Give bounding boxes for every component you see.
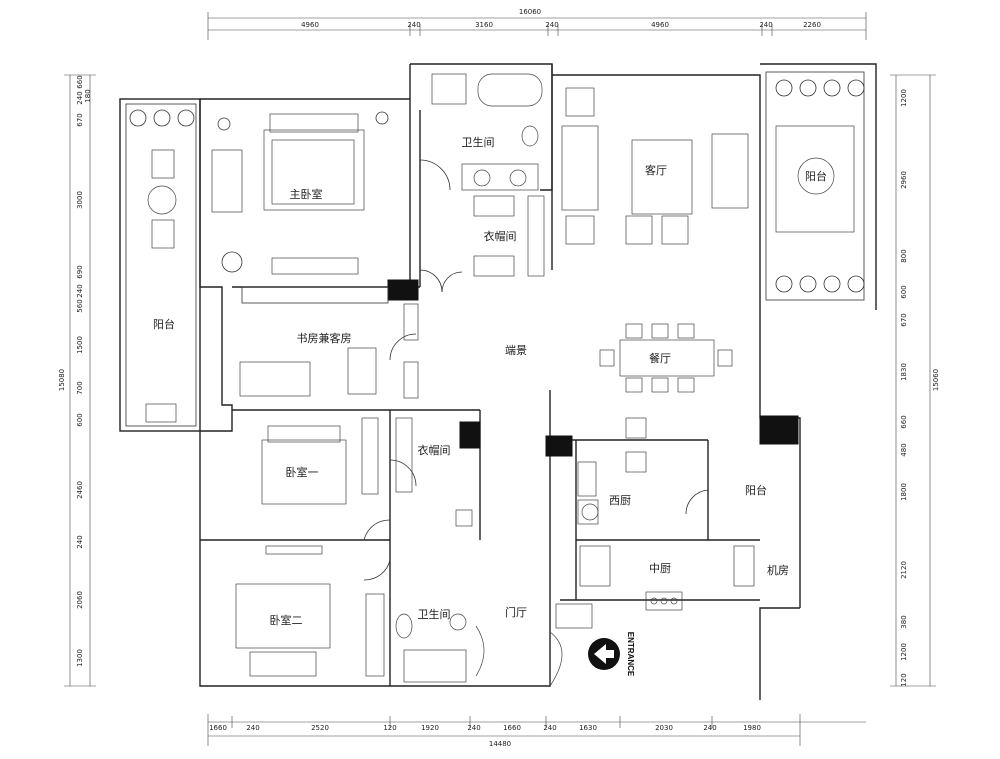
structural-columns — [387, 279, 799, 457]
label-bedroom-two: 卧室二 — [270, 613, 303, 627]
left-dim-10: 700 — [76, 381, 84, 394]
label-bathroom-top: 卫生间 — [462, 135, 495, 149]
entry-elements — [549, 603, 593, 687]
doors — [363, 159, 709, 581]
label-machine-room: 机房 — [767, 563, 789, 577]
closet-mid-furniture — [395, 417, 473, 527]
left-dim-12: 2460 — [76, 481, 84, 499]
bottom-dim-8: 240 — [543, 724, 556, 732]
bottom-dim-10: 2030 — [655, 724, 673, 732]
dimension-top: 16060 4960 240 3160 240 4960 240 2260 — [207, 8, 867, 40]
left-dim-9: 1500 — [76, 336, 84, 354]
left-balcony-furniture — [129, 109, 195, 423]
bottom-dim-12: 1980 — [743, 724, 761, 732]
left-dim-15: 1300 — [76, 649, 84, 667]
bathroom-bottom-fixtures — [395, 613, 485, 683]
left-dim-11: 600 — [76, 413, 84, 426]
study-furniture — [239, 286, 419, 399]
label-dining-room: 餐厅 — [649, 351, 671, 365]
entrance-label: ENTRANCE — [626, 632, 635, 677]
dimension-left: 15080 660 240 180 670 3000 690 240 560 1… — [58, 74, 96, 687]
right-dim-1: 1200 — [900, 89, 908, 107]
label-study: 书房兼客房 — [297, 331, 352, 345]
top-dim-1: 4960 — [301, 21, 319, 29]
right-dim-3: 800 — [900, 249, 908, 262]
right-dim-2: 2960 — [900, 171, 908, 189]
dimension-bottom: 1660 240 2520 120 1920 240 1660 240 1630… — [207, 714, 866, 748]
label-living-room: 客厅 — [645, 163, 667, 177]
label-western-kitchen: 西厨 — [609, 494, 631, 507]
left-dim-5: 3000 — [76, 191, 84, 209]
left-dim-14: 2060 — [76, 591, 84, 609]
bottom-total-dim: 14480 — [489, 740, 511, 748]
left-dim-7: 240 — [76, 284, 84, 297]
bottom-dim-7: 1660 — [503, 724, 521, 732]
bedroom-one-furniture — [261, 417, 379, 505]
left-dim-1: 660 — [76, 75, 84, 88]
top-total-dim: 16060 — [519, 8, 541, 16]
right-dim-13: 120 — [900, 673, 908, 686]
master-bedroom-furniture — [211, 111, 389, 275]
label-foyer-view: 端景 — [505, 344, 527, 357]
label-chinese-kitchen: 中厨 — [649, 562, 671, 575]
left-dim-8: 560 — [76, 299, 84, 312]
left-total-dim: 15080 — [58, 369, 66, 391]
dining-furniture — [599, 323, 733, 393]
top-dim-4: 240 — [545, 21, 558, 29]
left-dim-13: 240 — [76, 535, 84, 548]
label-closet-top: 衣帽间 — [484, 229, 517, 243]
bedroom-two-furniture — [235, 545, 385, 677]
top-dim-6: 240 — [759, 21, 772, 29]
top-dim-3: 3160 — [475, 21, 493, 29]
label-bathroom-bottom: 卫生间 — [418, 607, 451, 621]
left-dim-2: 240 — [76, 91, 84, 104]
top-dim-2: 240 — [407, 21, 420, 29]
right-dim-5: 670 — [900, 313, 908, 326]
bottom-dim-4: 120 — [383, 724, 396, 732]
top-dim-7: 2260 — [803, 21, 821, 29]
right-dim-9: 1800 — [900, 483, 908, 501]
left-dim-3: 180 — [84, 89, 92, 102]
right-dim-7: 660 — [900, 415, 908, 428]
bathroom-top-fixtures — [431, 73, 543, 191]
bottom-dim-1: 1660 — [209, 724, 227, 732]
right-dim-8: 480 — [900, 443, 908, 456]
label-balcony-top-right: 阳台 — [805, 169, 827, 183]
right-dim-4: 600 — [900, 285, 908, 298]
label-entry-hall: 门厅 — [505, 605, 527, 619]
closet-top-fixtures — [473, 195, 545, 277]
balcony-top-right-furniture — [765, 71, 865, 301]
label-balcony-left: 阳台 — [153, 317, 175, 331]
label-closet-mid: 衣帽间 — [418, 443, 451, 457]
right-total-dim: 15060 — [932, 369, 940, 391]
right-dim-6: 1830 — [900, 363, 908, 381]
entrance-marker: ENTRANCE — [588, 632, 635, 677]
right-dim-11: 380 — [900, 615, 908, 628]
bottom-dim-9: 1630 — [579, 724, 597, 732]
bottom-dim-11: 240 — [703, 724, 716, 732]
living-room-furniture — [561, 87, 749, 245]
dimension-right: 15060 1200 2960 800 600 670 1830 660 480… — [890, 74, 940, 687]
label-balcony-right: 阳台 — [745, 483, 767, 497]
bottom-dim-3: 2520 — [311, 724, 329, 732]
label-master-bedroom: 主卧室 — [290, 187, 323, 201]
right-dim-12: 1200 — [900, 643, 908, 661]
left-dim-4: 670 — [76, 113, 84, 126]
bottom-dim-5: 1920 — [421, 724, 439, 732]
walls — [119, 63, 877, 700]
room-labels: 主卧室 卫生间 衣帽间 客厅 阳台 阳台 书房兼客房 端景 餐厅 卧室一 衣帽间… — [153, 135, 827, 627]
right-dim-10: 2120 — [900, 561, 908, 579]
kitchen-furniture — [577, 417, 755, 611]
label-bedroom-one: 卧室一 — [286, 465, 319, 479]
bottom-dim-2: 240 — [246, 724, 259, 732]
bottom-dim-6: 240 — [467, 724, 480, 732]
left-dim-6: 690 — [76, 265, 84, 278]
top-dim-5: 4960 — [651, 21, 669, 29]
